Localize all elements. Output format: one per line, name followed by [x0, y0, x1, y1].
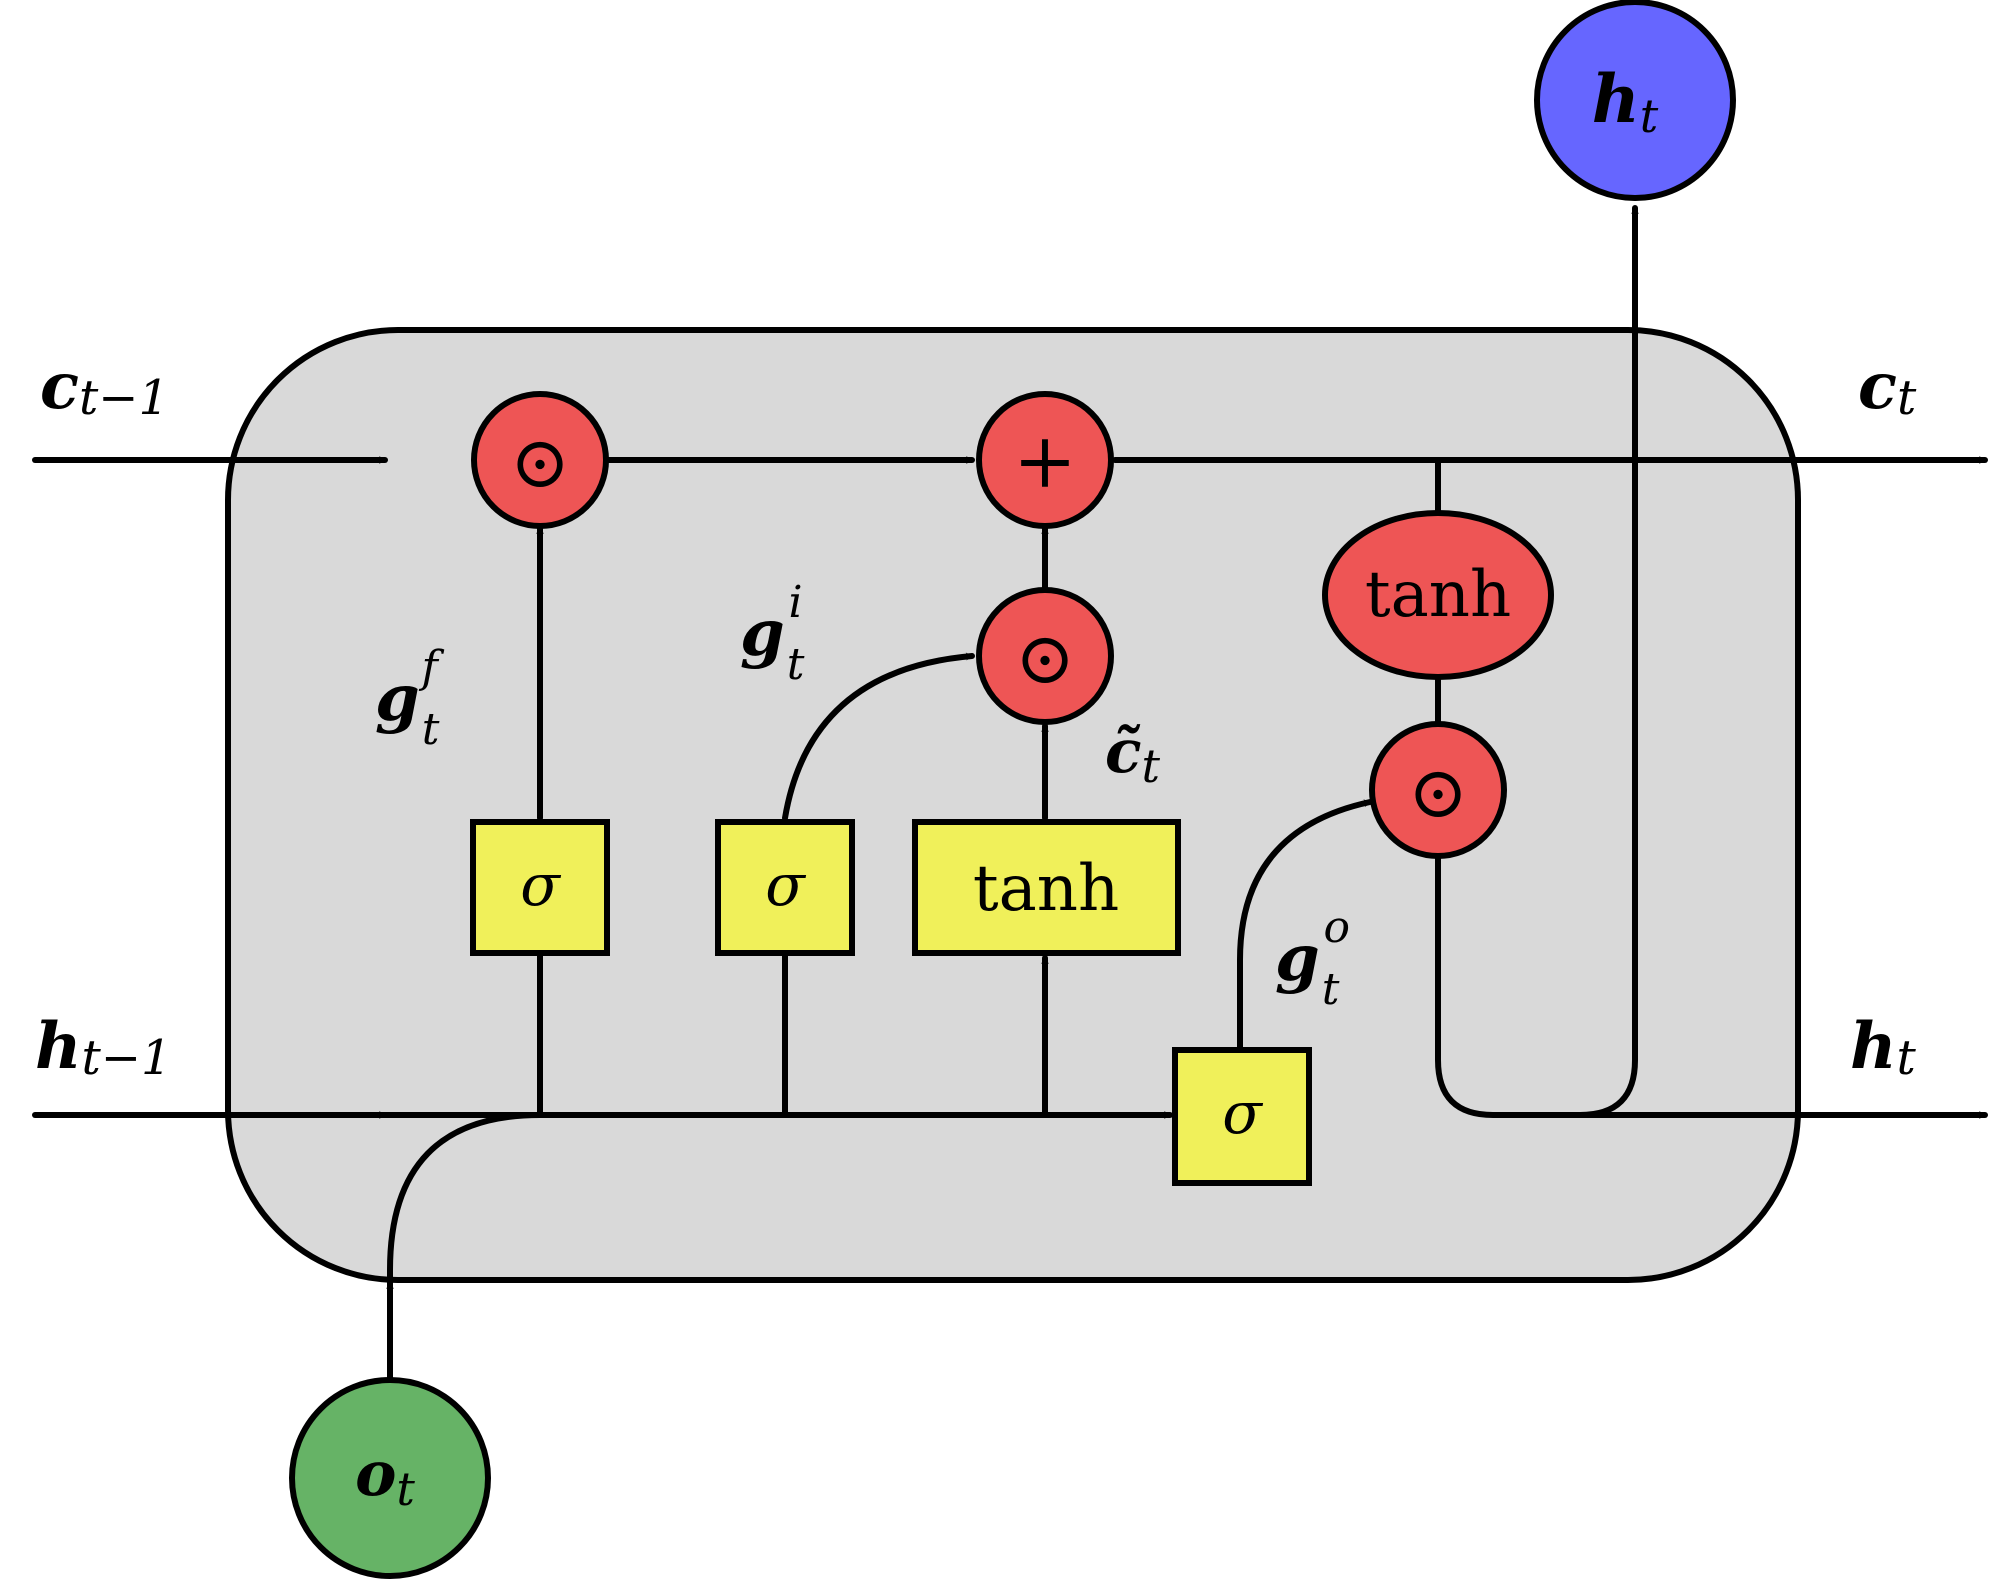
- label-g-input: gti: [740, 577, 805, 690]
- c-tilde-sub: t: [1142, 739, 1161, 793]
- g-forget-sub: t: [422, 704, 440, 755]
- o-in-base: o: [355, 1437, 396, 1510]
- candidate-tanh-box: tanh: [912, 819, 1181, 956]
- input-gate-curve: [782, 652, 975, 821]
- g-output-sup: o: [1323, 902, 1350, 953]
- forget-gate-box: σ: [470, 819, 610, 956]
- tanh-label: tanh: [973, 852, 1119, 926]
- c-prev-base: c: [40, 349, 79, 424]
- forget-hadamard-node: ⊙: [471, 391, 609, 529]
- h-top-base: h: [1592, 60, 1640, 138]
- g-forget-base: g: [375, 661, 420, 736]
- cell-tanh-node: tanh: [1322, 510, 1554, 680]
- g-output-base: g: [1275, 921, 1320, 996]
- h-prev-base: h: [35, 1009, 82, 1084]
- sigma-label: σ: [520, 851, 561, 919]
- output-hadamard-node: ⊙: [1369, 721, 1507, 859]
- g-output-sub: t: [1322, 964, 1340, 1015]
- h-prev-sub: t−1: [82, 1030, 172, 1086]
- output-route-path: [1435, 207, 1638, 1118]
- h-next-base: h: [1850, 1009, 1897, 1084]
- h-top-sub: t: [1640, 89, 1659, 143]
- tanh-label: tanh: [1365, 558, 1511, 632]
- output-gate-box: σ: [1172, 1047, 1312, 1186]
- hadamard-icon: ⊙: [1408, 750, 1468, 834]
- plus-node: +: [976, 391, 1114, 529]
- o-input-curve: [387, 1112, 543, 1383]
- g-input-base: g: [740, 596, 785, 671]
- output-gate-curve: [1237, 799, 1373, 1053]
- o-in-sub: t: [396, 1462, 415, 1516]
- c-next-base: c: [1858, 349, 1897, 424]
- g-input-sup: i: [788, 577, 802, 628]
- h-next-sub: t: [1897, 1030, 1917, 1086]
- hadamard-icon: ⊙: [1015, 616, 1075, 700]
- svg-text:ht: ht: [1592, 60, 1659, 143]
- o-input-node: ot: [289, 1377, 491, 1579]
- g-input-sub: t: [787, 639, 805, 690]
- input-gate-box: σ: [715, 819, 855, 956]
- input-hadamard-node: ⊙: [976, 587, 1114, 725]
- h-output-node: ht: [1534, 0, 1736, 201]
- label-h-next: ht: [1850, 1009, 1917, 1086]
- label-c-prev: ct−1: [40, 349, 169, 426]
- plus-icon: +: [1013, 416, 1077, 505]
- c-tilde-base: c̃: [1105, 717, 1142, 787]
- sigma-label: σ: [1222, 1079, 1263, 1147]
- c-prev-sub: t−1: [79, 370, 169, 426]
- sigma-label: σ: [765, 851, 806, 919]
- label-c-tilde: c̃t: [1105, 717, 1161, 793]
- svg-text:ot: ot: [355, 1437, 415, 1516]
- label-c-next: ct: [1858, 349, 1917, 426]
- hadamard-icon: ⊙: [510, 420, 570, 504]
- c-next-sub: t: [1897, 370, 1917, 426]
- label-h-prev: ht−1: [35, 1009, 172, 1086]
- label-g-output: gto: [1275, 902, 1350, 1015]
